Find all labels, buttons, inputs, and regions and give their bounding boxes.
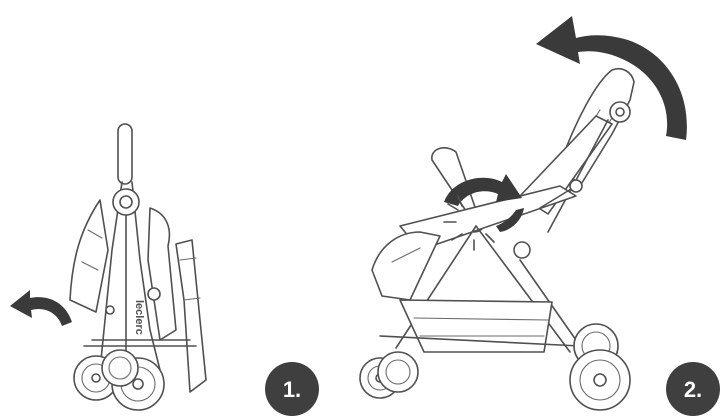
step-2-badge: 2. bbox=[666, 362, 720, 416]
unfolded-stroller bbox=[360, 69, 634, 410]
wheel bbox=[570, 350, 630, 410]
folded-stroller: leclerc bbox=[70, 124, 206, 410]
wheel bbox=[102, 350, 138, 386]
curved-arrow-icon bbox=[10, 290, 72, 326]
step-1-badge: 1. bbox=[265, 362, 319, 416]
brand-label: leclerc bbox=[133, 300, 145, 335]
wheel bbox=[378, 352, 418, 392]
step-2-number: 2. bbox=[684, 377, 702, 402]
step-1-number: 1. bbox=[283, 377, 301, 402]
